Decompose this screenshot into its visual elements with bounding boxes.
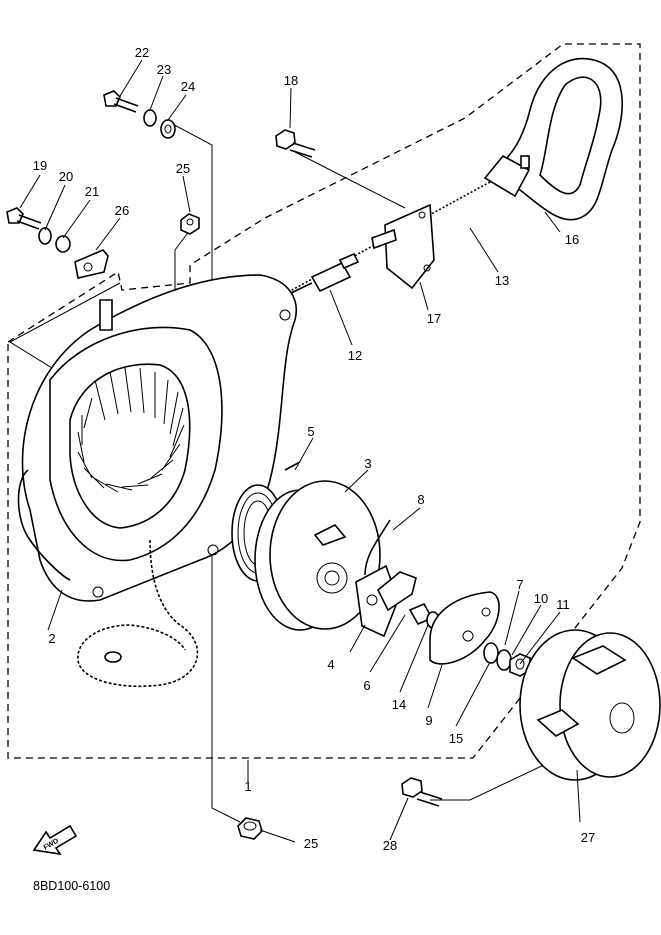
callout-8: 8 <box>417 492 424 507</box>
nut-25-top <box>180 213 200 235</box>
callout-10: 10 <box>534 591 548 606</box>
callout-7: 7 <box>516 577 523 592</box>
washer-nut-stack <box>483 642 531 677</box>
callout-labels: 1 2 3 4 5 6 7 8 9 10 11 12 13 14 15 16 1… <box>33 45 595 853</box>
callout-25-bottom: 25 <box>304 836 318 851</box>
callout-25-top: 25 <box>176 161 190 176</box>
callout-11: 11 <box>556 597 570 612</box>
diagram-code: 8BD100-6100 <box>33 879 110 893</box>
callout-5: 5 <box>307 424 314 439</box>
callout-6: 6 <box>363 678 370 693</box>
callout-21: 21 <box>85 184 99 199</box>
bolt-19-group <box>6 207 109 279</box>
bolt-18 <box>275 129 316 158</box>
starter-housing-2 <box>17 274 297 688</box>
callout-24: 24 <box>181 79 195 94</box>
bracket-17 <box>371 203 435 290</box>
callout-2: 2 <box>48 631 55 646</box>
callout-27: 27 <box>581 830 595 845</box>
callout-22: 22 <box>135 45 149 60</box>
callout-3: 3 <box>364 456 371 471</box>
assembly-boundary <box>7 43 641 759</box>
starter-handle-16 <box>483 57 624 221</box>
friction-plate-9 <box>429 591 500 665</box>
callout-13: 13 <box>495 273 509 288</box>
reel-3 <box>254 480 381 631</box>
bolt-28 <box>401 777 443 807</box>
drive-pulley-27 <box>519 629 661 781</box>
callout-17: 17 <box>427 311 441 326</box>
fwd-arrow-icon: FWD <box>32 824 78 856</box>
callout-26: 26 <box>115 203 129 218</box>
callout-9: 9 <box>425 713 432 728</box>
pawl-parts <box>355 519 440 638</box>
callout-23: 23 <box>157 62 171 77</box>
callout-leaders <box>19 59 581 843</box>
callout-4: 4 <box>327 657 334 672</box>
bolt-22-group <box>103 90 176 139</box>
callout-15: 15 <box>449 731 463 746</box>
nut-25-bottom <box>237 817 263 840</box>
callout-12: 12 <box>348 348 362 363</box>
callout-1: 1 <box>244 779 251 794</box>
callout-20: 20 <box>59 169 73 184</box>
callout-16: 16 <box>565 232 579 247</box>
callout-28: 28 <box>383 838 397 853</box>
callout-14: 14 <box>392 697 406 712</box>
callout-18: 18 <box>284 73 298 88</box>
callout-19: 19 <box>33 158 47 173</box>
